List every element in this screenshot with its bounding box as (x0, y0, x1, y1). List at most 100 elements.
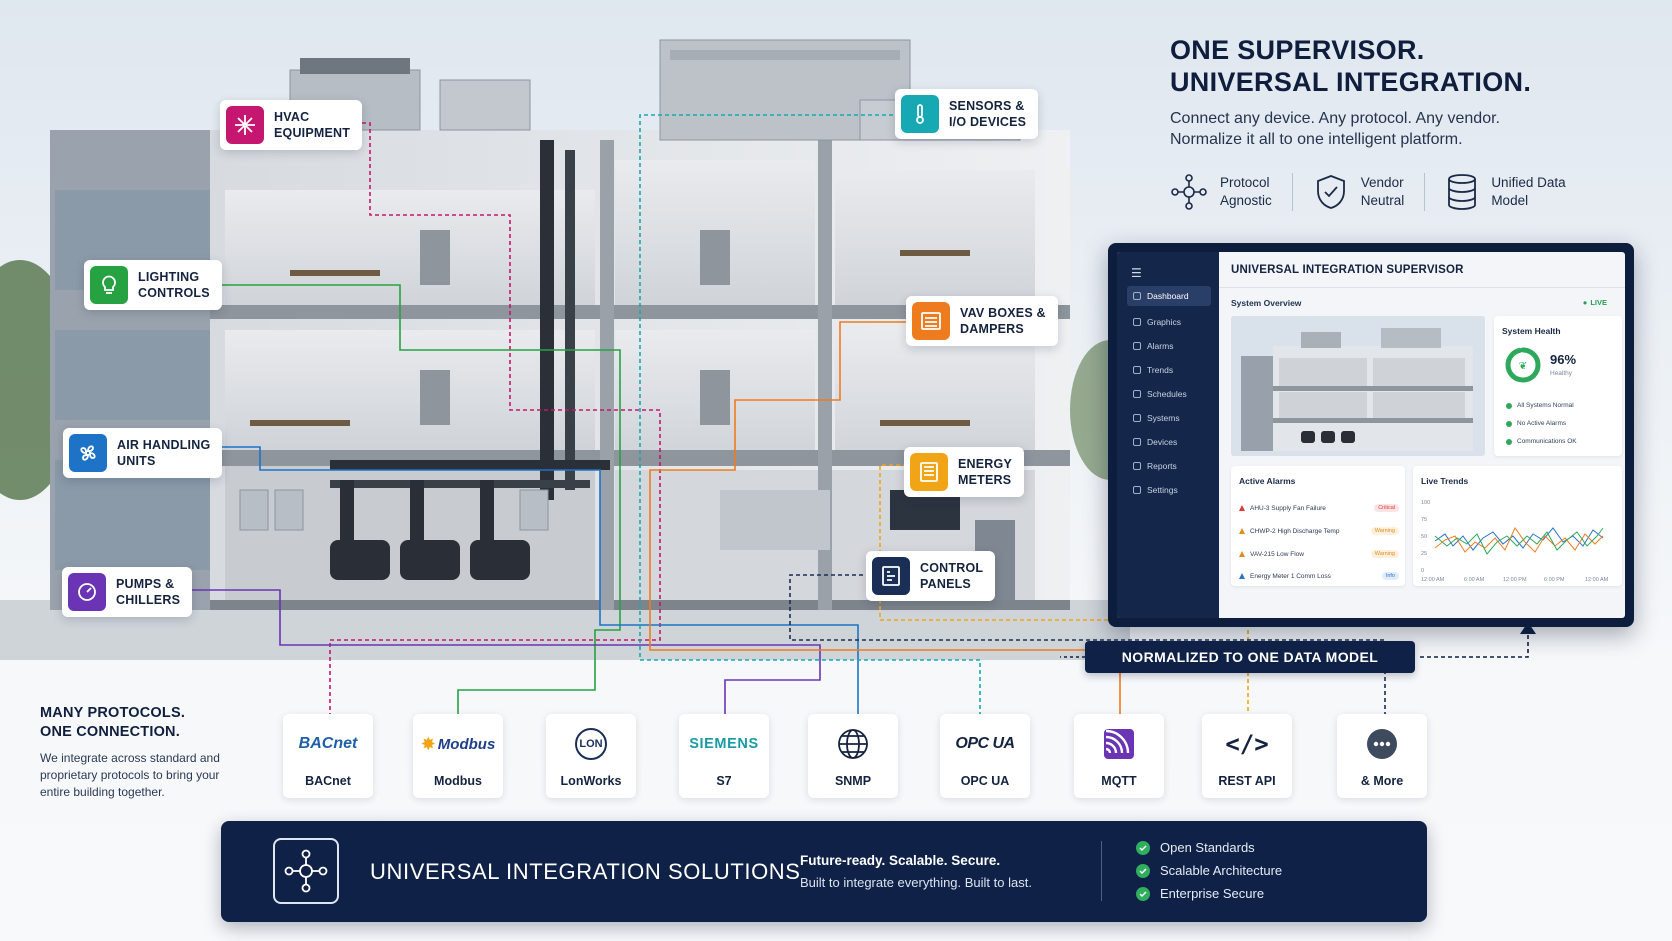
check-label: Enterprise Secure (1160, 886, 1265, 901)
sidebar-item-label: Alarms (1147, 341, 1174, 351)
opc-ua-logo: OPC UA (940, 724, 1030, 764)
gauge-icon (68, 573, 106, 611)
dashboard-title: UNIVERSAL INTEGRATION SUPERVISOR (1231, 264, 1464, 276)
protocol-name: S7 (716, 774, 732, 788)
y-tick: 0 (1421, 568, 1424, 574)
sidebar-item-trends[interactable]: Trends (1127, 360, 1211, 380)
warning-triangle-icon (1239, 505, 1245, 511)
status-ok-icon (1506, 402, 1512, 409)
page-subtitle: Connect any device. Any protocol. Any ve… (1170, 108, 1640, 150)
sidebar-item-label: Trends (1147, 365, 1174, 375)
meter-icon (910, 453, 948, 491)
live-trends-chart: 100 75 50 25 0 12:00 AM 6:00 AM 12:00 PM… (1421, 500, 1609, 583)
many-protocols-body: We integrate across standard and proprie… (40, 751, 220, 799)
mqtt-icon (1074, 724, 1164, 764)
x-tick: 6:00 PM (1544, 577, 1565, 583)
protocol-name: Modbus (434, 774, 482, 788)
y-tick: 25 (1421, 551, 1427, 557)
protocol-name: OPC UA (960, 774, 1010, 788)
modbus-star-icon: ✸ (420, 733, 436, 754)
sidebar-item-schedules[interactable]: Schedules (1127, 384, 1211, 404)
alarm-icon (1133, 342, 1141, 350)
network-hub-icon (1171, 174, 1207, 210)
system-health-title: System Health (1502, 326, 1561, 336)
feature-protocol-agnostic: Protocol Agnostic (1170, 173, 1293, 211)
sidebar-item-reports[interactable]: Reports (1127, 456, 1211, 476)
banner-tagline: Future-ready. Scalable. Secure. (800, 853, 1001, 868)
callout-label: HVAC Equipment (274, 110, 351, 140)
dashboard-icon (1133, 292, 1141, 300)
panel-icon (872, 557, 910, 595)
feature-list: Protocol Agnostic Vendor Neutral Unified… (1170, 172, 1606, 212)
graphics-icon (1133, 318, 1141, 326)
sidebar-item-alarms[interactable]: Alarms (1127, 336, 1211, 356)
alarm-text: CHWP-2 High Discharge Temp (1250, 527, 1340, 535)
calendar-icon (1133, 390, 1141, 398)
trend-line-green (1434, 527, 1604, 555)
check-item: Scalable Architecture (1136, 863, 1282, 878)
feature-label: Protocol Agnostic (1220, 175, 1272, 208)
many-protocols-title: MANY PROTOCOLS. ONE CONNECTION. (40, 704, 220, 742)
sidebar-item-graphics[interactable]: Graphics (1127, 312, 1211, 332)
trend-line-orange (1434, 527, 1604, 553)
subtitle-line-1: Connect any device. Any protocol. Any ve… (1170, 110, 1500, 127)
supervisor-dashboard: ☰ Dashboard Graphics Alarms Trends Sched… (1108, 243, 1634, 627)
gear-icon (1133, 486, 1141, 494)
title-line-2: UNIVERSAL INTEGRATION. (1170, 67, 1532, 97)
protocol-card-mqtt[interactable]: MQTT (1074, 714, 1164, 798)
protocol-card-bacnet[interactable]: BACnet BACnet (283, 714, 373, 798)
health-item-label: All Systems Normal (1517, 402, 1574, 409)
callout-label: Air Handling Units (117, 438, 211, 468)
warning-triangle-icon (1239, 528, 1245, 534)
thermometer-icon (901, 95, 939, 133)
health-item-label: No Active Alarms (1517, 420, 1567, 427)
live-indicator: LIVE (1583, 298, 1607, 307)
lonworks-logo-text: LON (575, 728, 607, 760)
status-ok-icon (1506, 420, 1512, 427)
check-item: Open Standards (1136, 840, 1255, 855)
x-tick: 12:00 AM (1421, 577, 1445, 583)
damper-icon (912, 302, 950, 340)
lonworks-logo: LON (546, 724, 636, 764)
x-tick: 12:00 PM (1503, 577, 1527, 583)
normalized-data-model-banner: NORMALIZED TO ONE DATA MODEL (1085, 641, 1415, 673)
hamburger-menu-icon[interactable]: ☰ (1131, 266, 1142, 280)
callout-label: Lighting Controls (138, 270, 210, 300)
alarm-severity-badge: Info (1381, 572, 1399, 580)
sidebar-item-systems[interactable]: Systems (1127, 408, 1211, 428)
reports-icon (1133, 462, 1141, 470)
protocol-card-opc-ua[interactable]: OPC UA OPC UA (940, 714, 1030, 798)
callout-pumps-chillers: Pumps & Chillers (62, 567, 193, 617)
protocol-card-lonworks[interactable]: LON LonWorks (546, 714, 636, 798)
callout-label: Sensors & I/O Devices (949, 99, 1027, 129)
sidebar-item-settings[interactable]: Settings (1127, 480, 1211, 500)
feature-unified-data-model: Unified Data Model (1445, 172, 1585, 212)
sidebar-item-label: Systems (1147, 413, 1180, 423)
protocol-card-modbus[interactable]: ✸Modbus Modbus (413, 714, 503, 798)
x-tick: 12:00 AM (1585, 577, 1609, 583)
page-title: ONE SUPERVISOR. UNIVERSAL INTEGRATION. (1170, 34, 1640, 98)
building-thumbnail[interactable] (1231, 316, 1485, 456)
protocol-card-snmp[interactable]: SNMP (808, 714, 898, 798)
callout-label: Pumps & Chillers (116, 577, 181, 607)
protocol-card-more[interactable]: & More (1337, 714, 1427, 798)
protocol-card-s7[interactable]: SIEMENS S7 (679, 714, 769, 798)
active-alarms-title: Active Alarms (1239, 476, 1296, 486)
check-label: Open Standards (1160, 840, 1255, 855)
check-icon (1136, 863, 1150, 878)
fan-icon (69, 434, 107, 472)
health-percent: 96% (1550, 352, 1577, 367)
sidebar-item-dashboard[interactable]: Dashboard (1127, 286, 1211, 306)
dashboard-sidebar: ☰ Dashboard Graphics Alarms Trends Sched… (1117, 252, 1219, 618)
sidebar-item-devices[interactable]: Devices (1127, 432, 1211, 452)
bacnet-logo: BACnet (283, 724, 373, 764)
health-item-label: Communications OK (1517, 438, 1577, 445)
callout-control-panels: Control Panels (866, 551, 996, 601)
protocol-card-rest-api[interactable]: </> REST API (1202, 714, 1292, 798)
protocol-name: BACnet (305, 774, 351, 788)
